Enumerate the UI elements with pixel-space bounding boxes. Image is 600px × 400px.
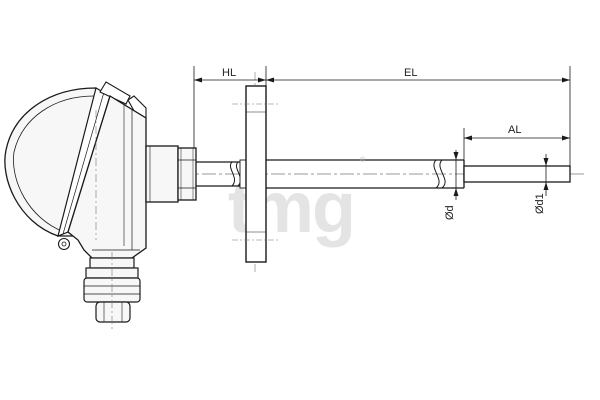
watermark-registered-mark: ® [360, 156, 366, 164]
cable-gland [83, 252, 141, 330]
measuring-tip [463, 165, 571, 183]
hex-nut [177, 147, 197, 201]
head-dome-inner [13, 95, 95, 233]
flange [232, 85, 278, 263]
label-el: EL [404, 67, 417, 79]
protection-tube [266, 159, 465, 189]
cover-screw [57, 237, 71, 251]
label-d1: Ød1 [534, 193, 546, 214]
extension-tube [196, 159, 247, 189]
head-cover-edge-inner [62, 91, 105, 235]
label-d: Ød [444, 205, 456, 220]
dimension-lines [193, 66, 571, 200]
head-neck [145, 145, 179, 203]
label-al: AL [508, 124, 521, 136]
label-hl: HL [222, 67, 236, 79]
connection-head [4, 81, 147, 259]
